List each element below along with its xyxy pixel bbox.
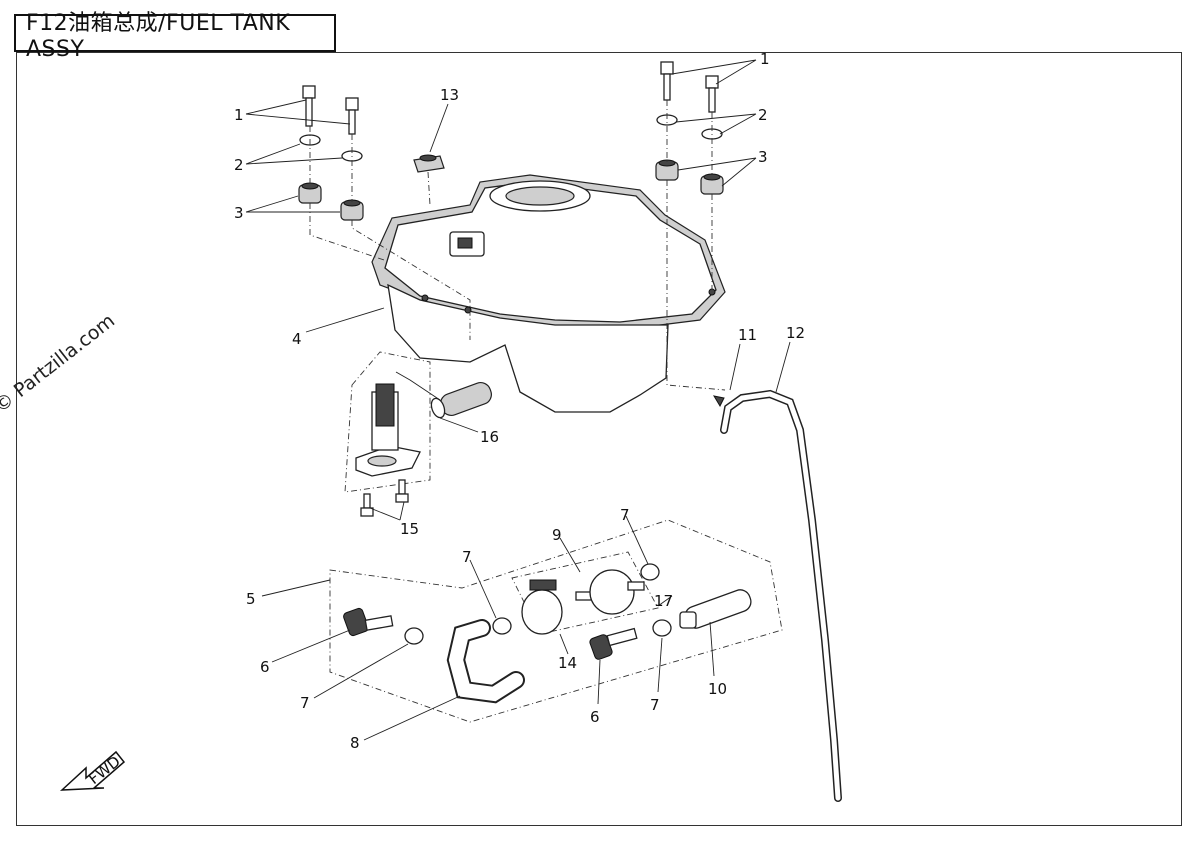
callout-6-right: 6 [590, 708, 600, 726]
callout-1-right: 1 [760, 50, 770, 68]
bolt-left-2[interactable] [345, 97, 359, 135]
callout-17: 17 [654, 592, 673, 610]
fuel-hose-8[interactable] [446, 619, 525, 704]
bolt-right-1[interactable] [660, 61, 674, 101]
fuel-tank[interactable] [371, 174, 726, 413]
bolt-right-2[interactable] [705, 75, 719, 113]
callout-15: 15 [400, 520, 419, 538]
callout-3-right: 3 [758, 148, 768, 166]
diagram-title: F12油箱总成/FUEL TANK ASSY [14, 11, 336, 62]
callout-7-d: 7 [650, 696, 660, 714]
grommet-left-1[interactable] [298, 182, 322, 204]
callout-1-left: 1 [234, 106, 244, 124]
callout-2-left: 2 [234, 156, 244, 174]
callout-7-b: 7 [462, 548, 472, 566]
screw-15-b[interactable] [395, 479, 409, 503]
vent-valve[interactable] [712, 395, 725, 408]
callout-7-a: 7 [300, 694, 310, 712]
callout-12: 12 [786, 324, 805, 342]
fitting-6-right[interactable] [589, 627, 638, 661]
filter-bracket[interactable] [521, 579, 563, 635]
fuel-pump-sender[interactable] [344, 351, 494, 493]
callout-6-left: 6 [260, 658, 270, 676]
clamp-7-d[interactable] [652, 619, 672, 637]
grommet-right-2[interactable] [700, 173, 724, 195]
callout-7-c: 7 [620, 506, 630, 524]
callout-11: 11 [738, 326, 757, 344]
callout-4: 4 [292, 330, 302, 348]
callout-5: 5 [246, 590, 256, 608]
callout-14: 14 [558, 654, 577, 672]
fuel-hose-10[interactable] [679, 587, 754, 631]
cap-seal[interactable] [413, 154, 445, 173]
fuel-filter[interactable] [575, 569, 645, 615]
callout-10: 10 [708, 680, 727, 698]
callout-16: 16 [480, 428, 499, 446]
forward-arrow: FWD [59, 750, 126, 791]
callout-3-left: 3 [234, 204, 244, 222]
grommet-right-1[interactable] [655, 159, 679, 181]
screw-15-a[interactable] [360, 493, 374, 517]
clamp-7-a[interactable] [404, 627, 424, 645]
clamp-7-b[interactable] [492, 617, 512, 635]
callout-13: 13 [440, 86, 459, 104]
clamp-7-c[interactable] [640, 563, 660, 581]
grommet-left-2[interactable] [340, 199, 364, 221]
callout-2-right: 2 [758, 106, 768, 124]
callout-8: 8 [350, 734, 360, 752]
vent-hose[interactable] [720, 389, 842, 802]
fitting-6-left[interactable] [342, 607, 394, 637]
bolt-left-1[interactable] [302, 85, 316, 127]
diagram-frame [16, 52, 1182, 826]
callout-9: 9 [552, 526, 562, 544]
